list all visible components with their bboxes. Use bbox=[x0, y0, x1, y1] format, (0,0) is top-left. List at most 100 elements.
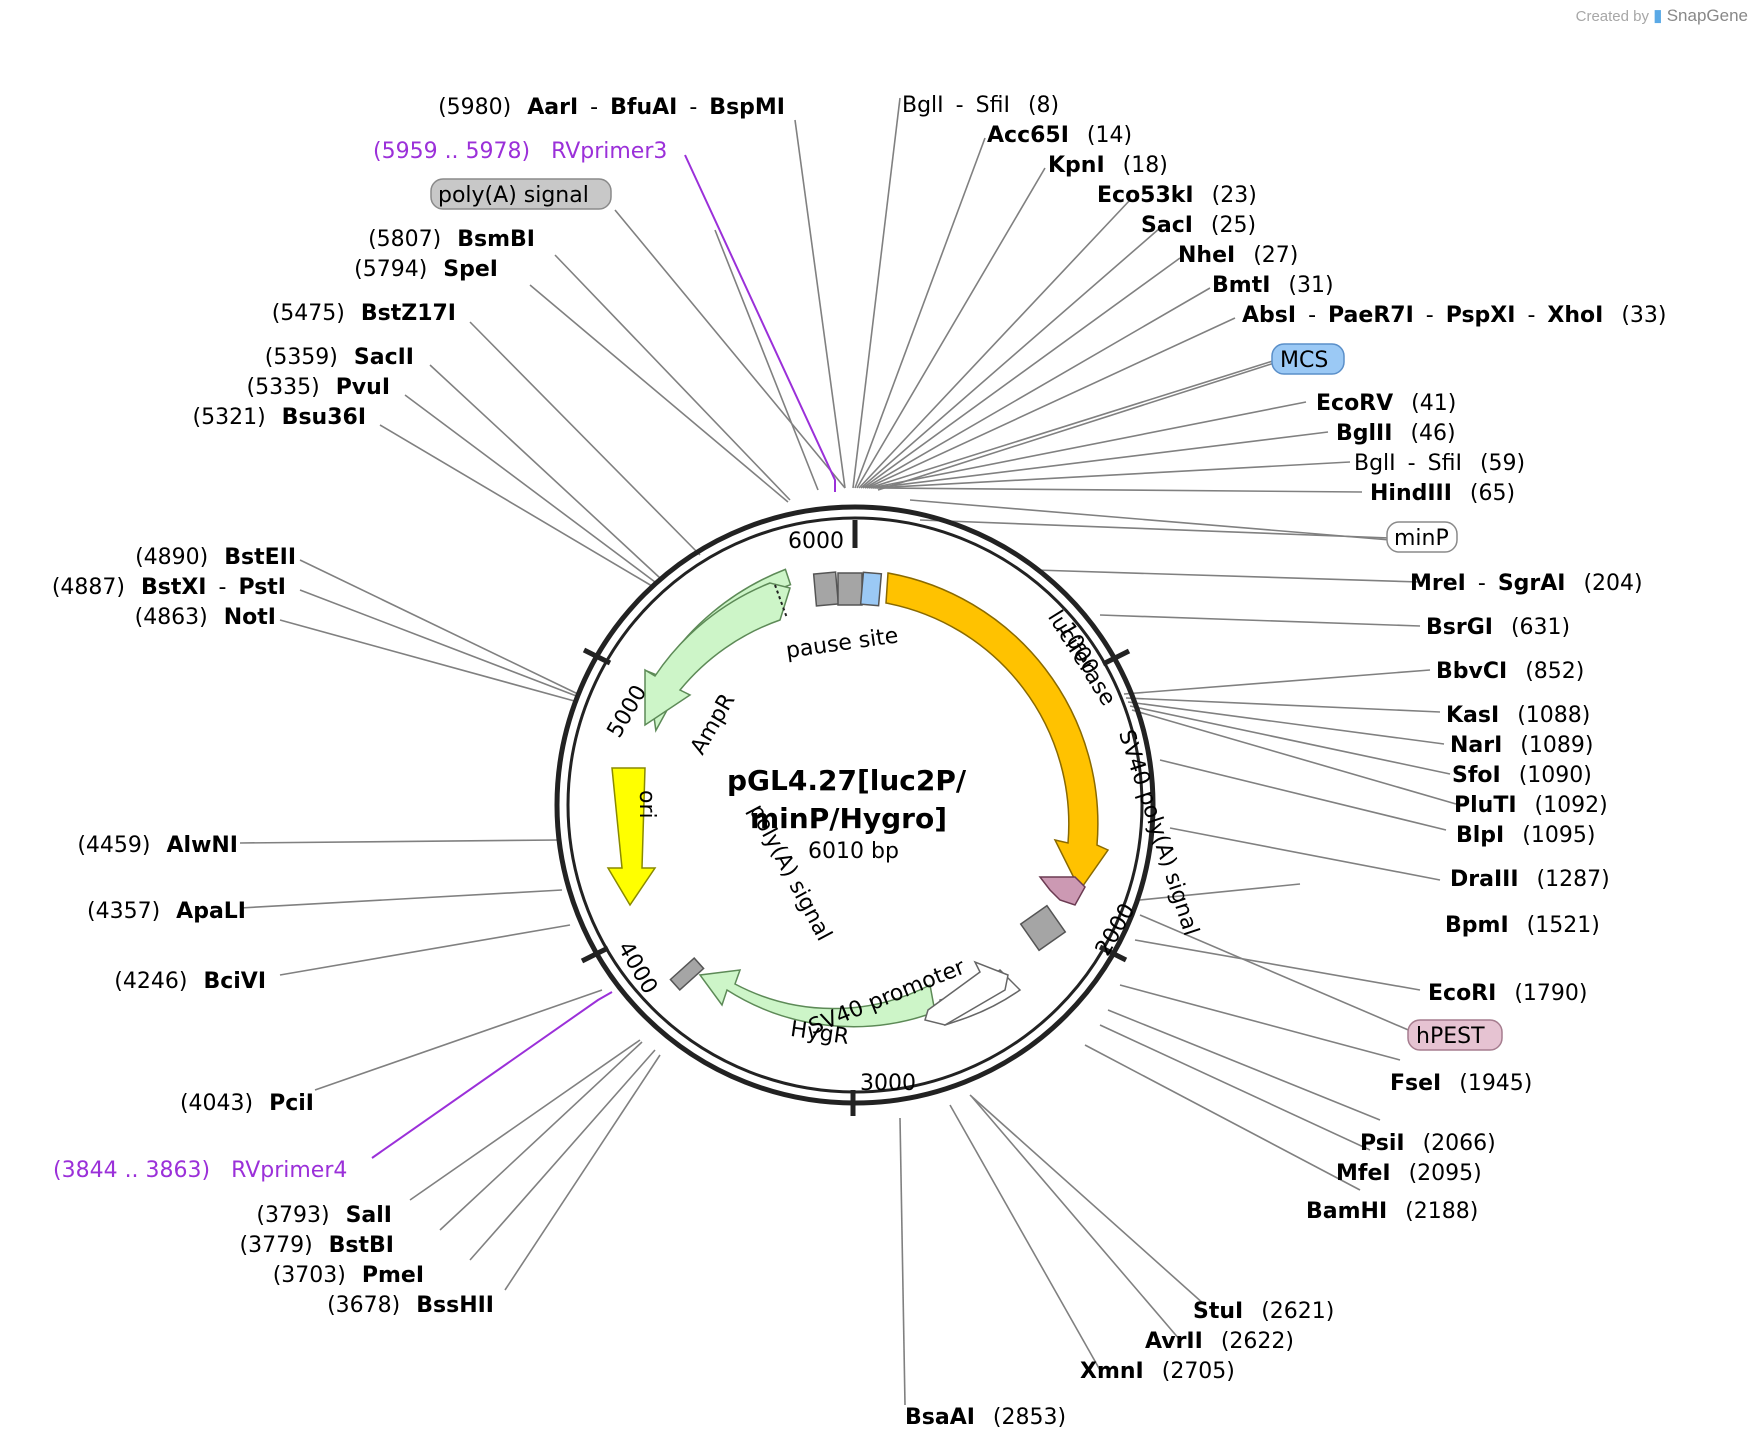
feature-hpest[interactable] bbox=[1038, 876, 1086, 906]
site-label-left[interactable]: (4459)AlwNI bbox=[77, 833, 238, 858]
site-label-right[interactable]: BglII (46) bbox=[1336, 421, 1456, 446]
site-position: (4357) bbox=[87, 899, 160, 924]
boxed-feature-hpest[interactable]: hPEST bbox=[1407, 1019, 1503, 1051]
site-label-right[interactable]: StuI(2621) bbox=[1193, 1299, 1334, 1324]
site-label-right[interactable]: BsaAI(2853) bbox=[905, 1405, 1066, 1430]
site-position: (46) bbox=[1410, 421, 1455, 446]
enzyme-name: KasI bbox=[1446, 703, 1499, 728]
snapgene-credit: Created by ▮ SnapGene bbox=[1576, 6, 1748, 26]
site-label-left[interactable]: (3779)BstBI bbox=[240, 1233, 395, 1258]
site-label-right[interactable]: AbsI-PaeR7I-PspXI-XhoI(33) bbox=[1242, 303, 1667, 328]
enzyme-name: SacII bbox=[354, 345, 414, 370]
site-label-right[interactable]: MfeI(2095) bbox=[1336, 1161, 1482, 1186]
site-label-right[interactable]: Acc65I(14) bbox=[987, 123, 1132, 148]
site-label-right[interactable]: BamHI(2188) bbox=[1306, 1199, 1478, 1224]
site-label-right[interactable]: Eco53kI(23) bbox=[1097, 183, 1257, 208]
site-label-left[interactable]: (4043)PciI bbox=[180, 1091, 314, 1116]
site-label-right[interactable]: NarI(1089) bbox=[1450, 733, 1593, 758]
feature-sv40-promoter-arrow[interactable] bbox=[924, 960, 1009, 1026]
primer-rvprimer3[interactable]: (5959 .. 5978) RVprimer3 bbox=[373, 139, 667, 164]
site-label-left[interactable]: (3703)PmeI bbox=[273, 1263, 424, 1288]
boxed-feature-minp[interactable]: minP bbox=[1386, 521, 1458, 553]
enzyme-name: EcoRI bbox=[1428, 981, 1496, 1006]
site-label-right[interactable]: DraIII(1287) bbox=[1450, 867, 1610, 892]
site-separator: - bbox=[1478, 571, 1486, 596]
enzyme-name: PsiI bbox=[1360, 1131, 1405, 1156]
enzyme-name: PluTI bbox=[1454, 793, 1517, 818]
site-label-right[interactable]: FseI(1945) bbox=[1390, 1071, 1532, 1096]
site-label-right[interactable]: BpmI(1521) bbox=[1445, 913, 1600, 938]
primer-rvprimer4[interactable]: (3844 .. 3863) RVprimer4 bbox=[53, 1158, 347, 1183]
site-label-left[interactable]: (5321)Bsu36I bbox=[193, 405, 366, 430]
site-label-left[interactable]: (3793)SalI bbox=[256, 1203, 392, 1228]
enzyme-name: BsaAI bbox=[905, 1405, 975, 1430]
site-position: (1090) bbox=[1519, 763, 1592, 788]
site-label-right[interactable]: KpnI(18) bbox=[1048, 153, 1168, 178]
site-label-right[interactable]: XmnI (2705) bbox=[1080, 1359, 1235, 1384]
feature-mcs-block[interactable] bbox=[859, 571, 883, 607]
feature-ampr-body[interactable] bbox=[644, 582, 791, 727]
site-label-right[interactable]: MreI-SgrAI(204) bbox=[1410, 571, 1643, 596]
site-label-right[interactable]: NheI(27) bbox=[1178, 243, 1298, 268]
site-separator: - bbox=[689, 95, 697, 120]
enzyme-name: BbvCI bbox=[1436, 659, 1507, 684]
site-label-right[interactable]: SfoI(1090) bbox=[1452, 763, 1592, 788]
site-separator: - bbox=[219, 575, 227, 600]
site-position: (27) bbox=[1253, 243, 1298, 268]
site-position: (5807) bbox=[368, 227, 441, 252]
feature-sv40-polya[interactable] bbox=[1019, 904, 1067, 952]
site-label-left[interactable]: (5335)PvuI bbox=[247, 375, 390, 400]
site-position: (2705) bbox=[1162, 1359, 1235, 1384]
site-label-right[interactable]: BbvCI(852) bbox=[1436, 659, 1584, 684]
site-label-left[interactable]: (5807)BsmBI bbox=[368, 227, 535, 252]
enzyme-name: ApaLI bbox=[176, 899, 246, 924]
site-label-right[interactable]: BglI-SfiI(59) bbox=[1354, 451, 1525, 476]
site-label-right[interactable]: BsrGI(631) bbox=[1426, 615, 1570, 640]
feature-pause-site-1[interactable] bbox=[812, 571, 840, 607]
site-label-right[interactable]: PsiI(2066) bbox=[1360, 1131, 1496, 1156]
feature-luciferase[interactable] bbox=[885, 572, 1110, 892]
feature-polya[interactable] bbox=[669, 957, 705, 991]
site-label-right[interactable]: BlpI(1095) bbox=[1456, 823, 1595, 848]
boxed-feature-polya[interactable]: poly(A) signal bbox=[430, 178, 612, 210]
tick-label-3000: 3000 bbox=[860, 1071, 916, 1096]
site-position: (1092) bbox=[1535, 793, 1608, 818]
site-label-right[interactable]: PluTI (1092) bbox=[1454, 793, 1608, 818]
site-label-left[interactable]: (4890)BstEII bbox=[135, 545, 296, 570]
feature-ori[interactable] bbox=[606, 767, 657, 907]
feature-hygr[interactable] bbox=[698, 969, 936, 1028]
enzyme-name: HindIII bbox=[1370, 481, 1452, 506]
site-label-left[interactable]: (4887)BstXI-PstI bbox=[52, 575, 286, 600]
feature-pause-site-2[interactable] bbox=[837, 572, 863, 606]
site-label-right[interactable]: SacI(25) bbox=[1141, 213, 1256, 238]
site-label-left[interactable]: (4863)NotI bbox=[135, 605, 276, 630]
enzyme-name: KpnI bbox=[1048, 153, 1105, 178]
site-label-right[interactable]: KasI(1088) bbox=[1446, 703, 1590, 728]
site-position: (631) bbox=[1511, 615, 1570, 640]
site-position: (25) bbox=[1211, 213, 1256, 238]
site-label-right[interactable]: BmtI(31) bbox=[1212, 273, 1334, 298]
site-label-left[interactable]: (3678)BssHII bbox=[327, 1293, 494, 1318]
enzyme-name: AlwNI bbox=[167, 833, 239, 858]
site-label-right[interactable]: BglI-SfiI(8) bbox=[902, 93, 1059, 118]
boxed-feature-mcs[interactable]: MCS bbox=[1271, 343, 1345, 375]
site-label-right[interactable]: AvrII(2622) bbox=[1145, 1329, 1294, 1354]
site-position: (4890) bbox=[135, 545, 208, 570]
site-label-left[interactable]: (5794)SpeI bbox=[354, 257, 498, 282]
site-label-left[interactable]: (5359)SacII bbox=[265, 345, 414, 370]
primer-rvprimer4-pos: (3844 .. 3863) bbox=[53, 1158, 210, 1183]
site-label-right[interactable]: HindIII(65) bbox=[1370, 481, 1515, 506]
left-site-labels: (5980)AarI-BfuAI-BspMI (5807)BsmBI (5794)S… bbox=[52, 95, 785, 1318]
enzyme-name: PvuI bbox=[336, 375, 390, 400]
site-label-left[interactable]: (5475)BstZ17I bbox=[272, 301, 456, 326]
site-label-left[interactable]: (5980)AarI-BfuAI-BspMI bbox=[438, 95, 785, 120]
site-label-right[interactable]: EcoRV(41) bbox=[1316, 391, 1456, 416]
site-position: (5980) bbox=[438, 95, 511, 120]
site-label-left[interactable]: (4357) ApaLI bbox=[87, 899, 246, 924]
enzyme-name: BglII bbox=[1336, 421, 1392, 446]
enzyme-name: MfeI bbox=[1336, 1161, 1391, 1186]
site-label-left[interactable]: (4246)BciVI bbox=[114, 969, 266, 994]
enzyme-name: XmnI bbox=[1080, 1359, 1144, 1384]
site-label-right[interactable]: EcoRI(1790) bbox=[1428, 981, 1587, 1006]
site-separator: - bbox=[1426, 303, 1434, 328]
